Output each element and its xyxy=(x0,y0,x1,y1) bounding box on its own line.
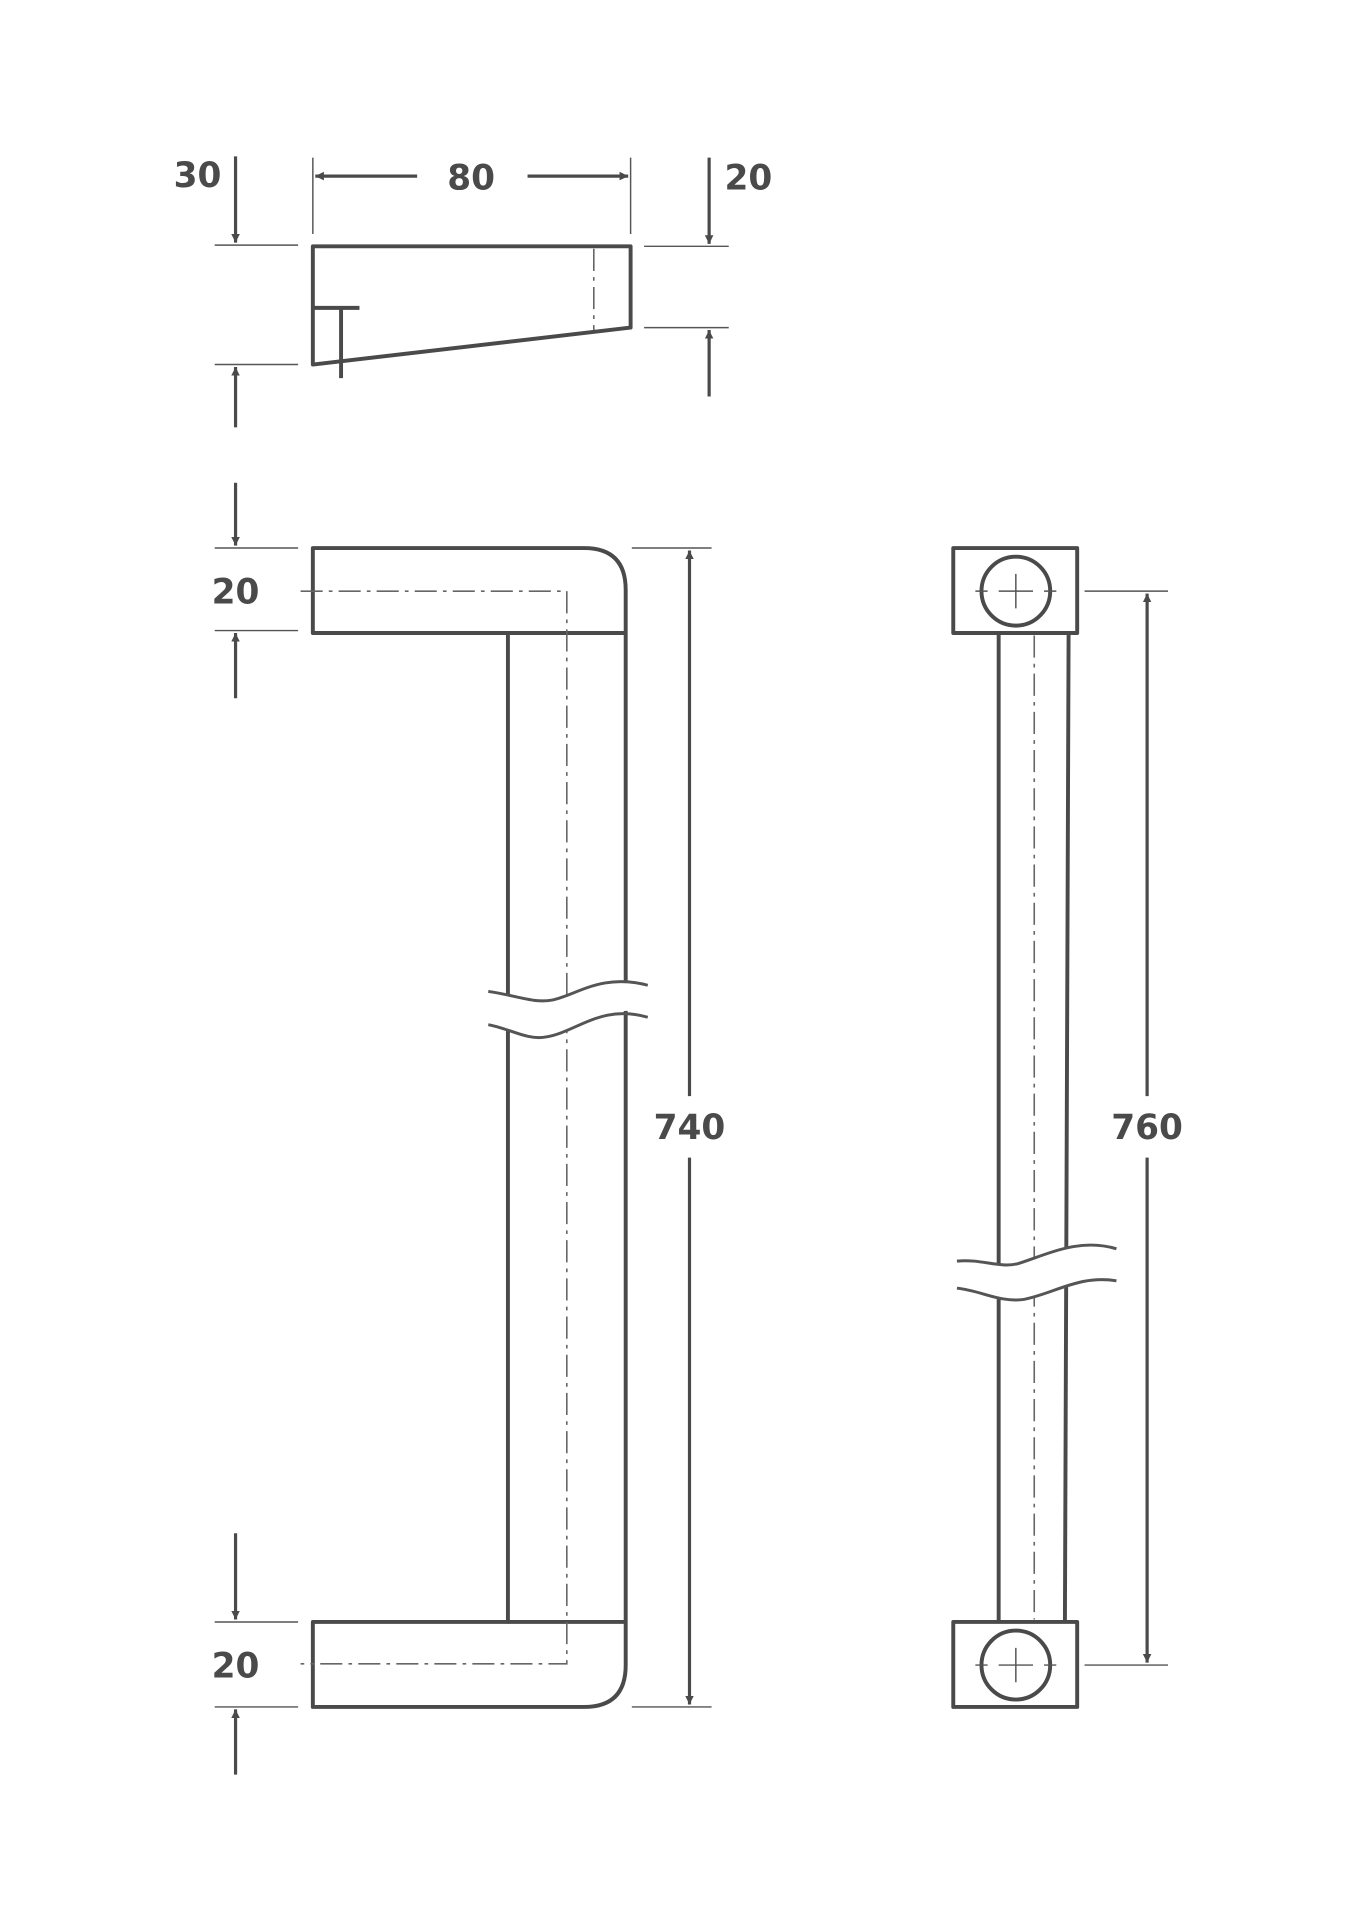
bottom-mount-block xyxy=(951,1619,1080,1709)
break-gap xyxy=(956,1245,1117,1300)
handle-outline xyxy=(310,546,628,1709)
break-line xyxy=(488,980,649,1003)
break-line xyxy=(956,1278,1117,1302)
dimension-label-right-height: 20 xyxy=(724,159,772,199)
dimension-label-width: 80 xyxy=(447,159,495,199)
break-line xyxy=(956,1243,1117,1267)
dimension-label-side-length: 760 xyxy=(1111,1108,1183,1148)
break-gap xyxy=(488,981,648,1038)
top-view-outline xyxy=(310,244,633,367)
center-mark xyxy=(975,573,1057,609)
top-view: 80 30 20 xyxy=(174,156,772,428)
mount-screw xyxy=(312,305,360,379)
dimension-label-left-height: 30 xyxy=(174,156,222,196)
dimension-label-length: 740 xyxy=(654,1108,726,1148)
center-line xyxy=(300,590,568,1665)
break-line xyxy=(488,1012,649,1040)
side-view: 760 xyxy=(951,546,1183,1709)
center-mark xyxy=(975,1647,1057,1683)
bar-outline xyxy=(996,633,1071,1622)
top-mount-block xyxy=(951,546,1080,635)
dimension-label-top-arm: 20 xyxy=(212,572,260,612)
front-view: 20 20 740 xyxy=(212,482,726,1775)
dimension-label-bottom-arm: 20 xyxy=(212,1646,260,1686)
